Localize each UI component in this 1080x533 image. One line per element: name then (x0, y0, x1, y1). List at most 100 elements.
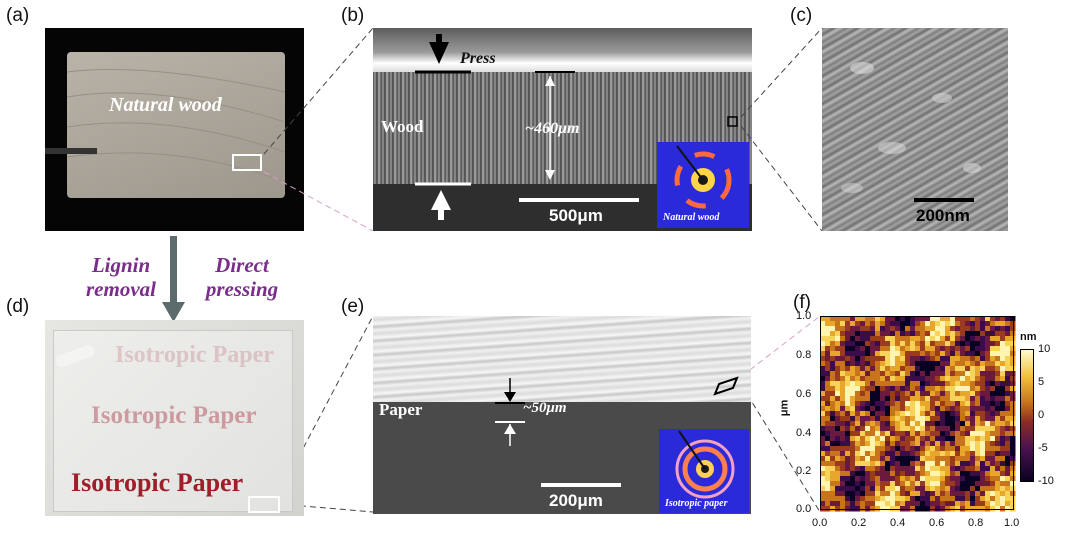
faded-text-middle: Isotropic Paper (91, 402, 257, 429)
afm-pixel (880, 426, 886, 432)
afm-pixel (850, 321, 856, 327)
afm-pixel (970, 321, 976, 327)
afm-pixel (825, 396, 831, 402)
afm-pixel (865, 381, 871, 387)
afm-pixel (890, 391, 896, 397)
afm-pixel (1005, 471, 1011, 477)
afm-pixel (885, 506, 891, 512)
afm-pixel (860, 381, 866, 387)
afm-pixel (930, 466, 936, 472)
afm-pixel (940, 411, 946, 417)
afm-pixel (885, 486, 891, 492)
afm-pixel (850, 356, 856, 362)
afm-pixel (875, 441, 881, 447)
afm-pixel (965, 391, 971, 397)
afm-pixel (860, 501, 866, 507)
afm-pixel (835, 356, 841, 362)
afm-pixel (960, 331, 966, 337)
afm-pixel (980, 446, 986, 452)
afm-pixel (905, 426, 911, 432)
afm-pixel (960, 431, 966, 437)
afm-pixel (945, 461, 951, 467)
afm-pixel (865, 326, 871, 332)
afm-pixel (860, 436, 866, 442)
afm-pixel (820, 386, 826, 392)
afm-pixel (870, 366, 876, 372)
afm-pixel (990, 491, 996, 497)
afm-pixel (885, 386, 891, 392)
afm-pixel (870, 466, 876, 472)
afm-pixel (905, 411, 911, 417)
afm-pixel (905, 371, 911, 377)
afm-pixel (990, 441, 996, 447)
afm-pixel (915, 346, 921, 352)
afm-pixel (920, 471, 926, 477)
panel-label-c: (c) (790, 5, 813, 26)
afm-pixel (1010, 476, 1016, 482)
faded-text-top: Isotropic Paper (115, 342, 274, 368)
afm-pixel (880, 356, 886, 362)
x-tick-label: 1.0 (1004, 517, 1020, 529)
afm-pixel (1005, 446, 1011, 452)
afm-pixel (875, 446, 881, 452)
afm-pixel (975, 396, 981, 402)
afm-pixel (900, 361, 906, 367)
afm-pixel (920, 391, 926, 397)
colorbar-tick: 10 (1038, 343, 1051, 355)
afm-pixel (915, 356, 921, 362)
afm-pixel (885, 471, 891, 477)
afm-pixel (935, 431, 941, 437)
scale-bar-label-b: 500μm (549, 206, 603, 225)
afm-pixel (865, 501, 871, 507)
afm-pixel (920, 461, 926, 467)
afm-pixel (975, 446, 981, 452)
afm-pixel (935, 331, 941, 337)
afm-pixel (850, 406, 856, 412)
afm-pixel (975, 486, 981, 492)
afm-pixel (895, 331, 901, 337)
afm-pixel (885, 331, 891, 337)
afm-pixel (925, 451, 931, 457)
afm-pixel (845, 316, 851, 322)
afm-pixel (825, 406, 831, 412)
afm-pixel (895, 371, 901, 377)
direct-word: Direct (215, 253, 269, 277)
afm-pixel (920, 466, 926, 472)
afm-pixel (960, 461, 966, 467)
afm-pixel (990, 476, 996, 482)
afm-pixel (820, 496, 826, 502)
afm-pixel (885, 321, 891, 327)
afm-pixel (1000, 371, 1006, 377)
afm-pixel (880, 321, 886, 327)
afm-pixel (895, 411, 901, 417)
afm-pixel (830, 416, 836, 422)
afm-pixel (895, 506, 901, 512)
afm-pixel (945, 421, 951, 427)
afm-pixel (955, 406, 961, 412)
afm-pixel (875, 496, 881, 502)
afm-pixel (940, 496, 946, 502)
afm-pixel (875, 381, 881, 387)
afm-pixel (855, 371, 861, 377)
afm-pixel (950, 456, 956, 462)
afm-pixel (870, 356, 876, 362)
afm-pixel (1000, 441, 1006, 447)
afm-pixel (940, 391, 946, 397)
afm-pixel (980, 361, 986, 367)
afm-pixel (920, 371, 926, 377)
afm-pixel (945, 401, 951, 407)
afm-pixel (825, 361, 831, 367)
afm-pixel (855, 471, 861, 477)
afm-pixel (1000, 361, 1006, 367)
afm-pixel (990, 351, 996, 357)
afm-pixel (895, 406, 901, 412)
afm-pixel (1000, 461, 1006, 467)
afm-pixel (945, 376, 951, 382)
afm-pixel (905, 321, 911, 327)
afm-pixel (845, 331, 851, 337)
afm-pixel (930, 386, 936, 392)
afm-pixel (1010, 436, 1016, 442)
afm-pixel (890, 326, 896, 332)
afm-pixel (855, 326, 861, 332)
afm-pixel (1000, 381, 1006, 387)
